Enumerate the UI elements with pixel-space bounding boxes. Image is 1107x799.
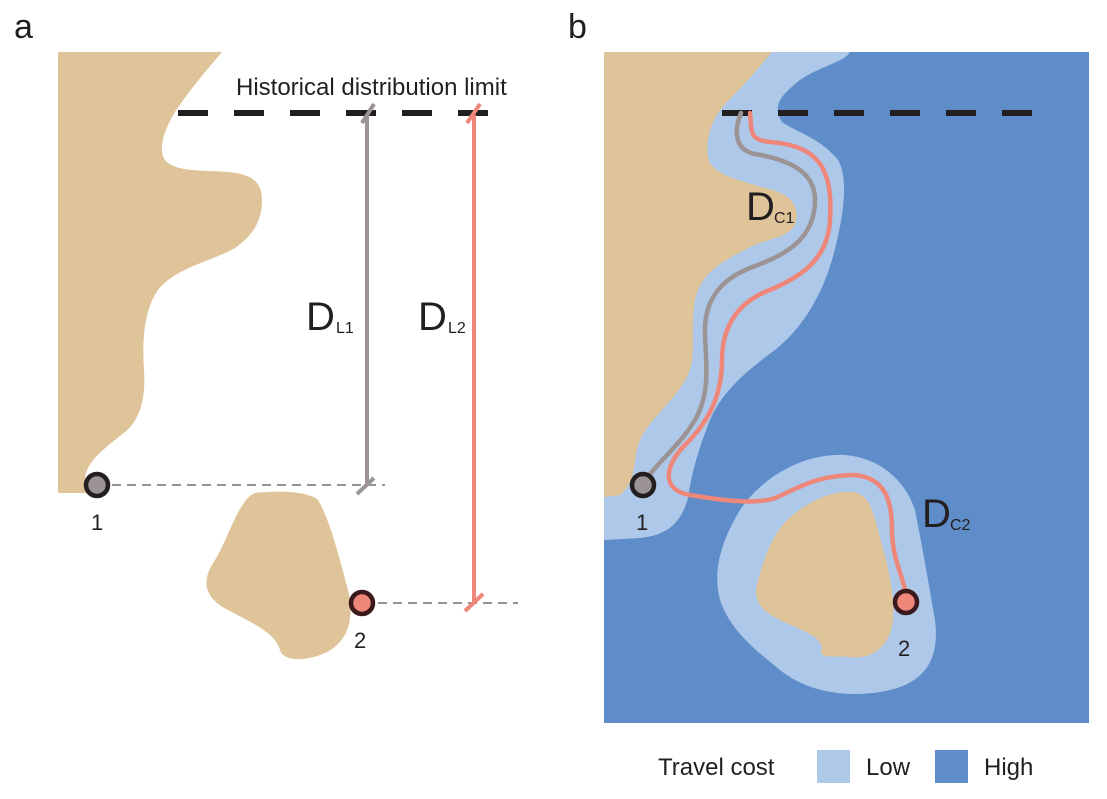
historical-limit-label: Historical distribution limit — [236, 74, 507, 101]
distance-l1-label-sub: L1 — [336, 320, 354, 337]
least-cost-path-site-1 — [644, 110, 818, 481]
legend-swatch-high — [935, 750, 968, 783]
panel-b-label: b — [568, 8, 587, 46]
distance-l1-label-main: D — [306, 295, 335, 339]
panel-a-label: a — [14, 8, 33, 46]
distance-c1-label-main: D — [746, 185, 775, 229]
panel-b-site-1-marker — [629, 471, 657, 499]
legend-label-low: Low — [866, 754, 911, 781]
panel-b-mainland — [604, 52, 797, 497]
panel-b-site-2-label: 2 — [898, 636, 910, 661]
panel-b: b D C1 D C2 1 2 — [568, 8, 1089, 723]
distance-c1-label-sub: C1 — [774, 210, 795, 227]
legend: Travel cost Low High — [658, 750, 1033, 783]
panel-a-mainland — [58, 52, 262, 493]
distance-l1-line — [355, 102, 376, 496]
distance-l2-label-main: D — [418, 295, 447, 339]
legend-label-high: High — [984, 754, 1033, 781]
distance-l2-label-sub: L2 — [448, 320, 466, 337]
legend-swatch-low — [817, 750, 850, 783]
panel-a-island — [206, 491, 351, 660]
distance-c2-label-sub: C2 — [950, 517, 971, 534]
panel-a-site-1-marker — [83, 471, 111, 499]
panel-b-site-1-label: 1 — [636, 510, 648, 535]
panel-b-site-2-marker — [892, 588, 920, 616]
least-cost-path-site-2 — [666, 110, 910, 603]
panel-a-site-2-marker — [348, 589, 376, 617]
panel-b-island — [756, 491, 894, 658]
panel-a-site-1-label: 1 — [91, 510, 103, 535]
panel-a: a Historical distribution limit D L1 D L… — [14, 8, 518, 660]
distance-l2-line — [463, 102, 485, 613]
legend-title: Travel cost — [658, 754, 775, 781]
distance-c2-label-main: D — [922, 492, 951, 536]
panel-a-site-2-label: 2 — [354, 628, 366, 653]
